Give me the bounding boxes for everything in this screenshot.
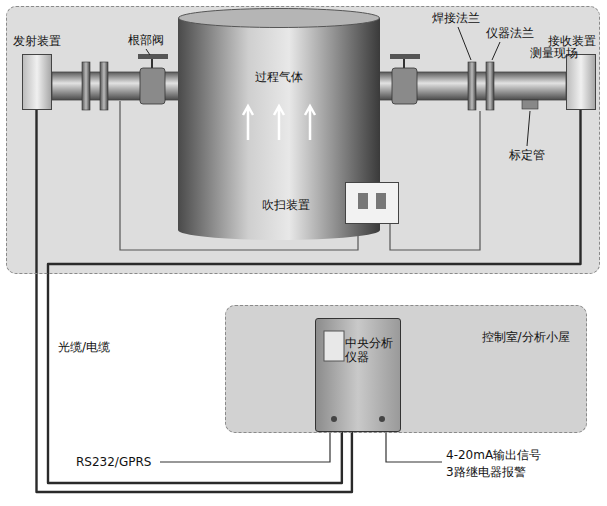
instrument-flange (486, 62, 494, 110)
transmitter-unit: 发射装置 (22, 54, 52, 110)
leader-line (527, 111, 530, 146)
node-label: 过程气体 (255, 70, 303, 84)
leader-line (492, 42, 500, 60)
node-label: 中央分析仪器 (345, 336, 395, 364)
node-label: 接收装置 (548, 34, 596, 48)
control-room-ground (225, 305, 587, 433)
leader-line (458, 27, 471, 60)
cable-label: 光缆/电缆 (58, 340, 110, 354)
part-label: 根部阀 (128, 33, 164, 47)
right-valve-handle (390, 54, 420, 59)
node-label: 控制室/分析小屋 (482, 330, 570, 344)
purge-line (390, 111, 480, 250)
node-label: 测量现场 (530, 46, 578, 60)
part-label: 仪器法兰 (486, 26, 534, 40)
duct-top (178, 8, 379, 27)
site-region-ground (6, 6, 600, 274)
left-valve-stem (151, 58, 153, 68)
left-valve-handle (138, 54, 168, 59)
purge-switch (376, 193, 386, 209)
calibration-tube (522, 100, 538, 109)
flow-arrow (305, 106, 315, 140)
node-label: 发射装置 (13, 34, 61, 48)
site-region: 测量现场发射装置接收装置过程气体吹扫装置 (6, 6, 600, 274)
left-flange (100, 62, 108, 110)
part-label: 焊接法兰 (432, 11, 480, 25)
control-room-region: 控制室/分析小屋 中央分析仪器 (225, 305, 587, 433)
left-flange (82, 62, 90, 110)
signal-label: 3路继电器报警 (446, 465, 526, 479)
signal-label: 4-20mA输出信号 (446, 448, 541, 462)
analog-output-wire (386, 432, 442, 462)
leader-line (146, 49, 150, 55)
part-label: 标定管 (509, 148, 545, 162)
central-analyzer: 中央分析仪器 (315, 318, 401, 432)
welded-flange (468, 62, 476, 110)
left-valve (140, 68, 165, 104)
cable-gland (331, 416, 337, 422)
right-valve (392, 68, 417, 104)
purge-switch (358, 193, 368, 209)
display-panel (324, 331, 344, 361)
signal-label: RS232/GPRS (76, 455, 151, 469)
node-label: 吹扫装置 (262, 198, 310, 212)
rs232-wire (160, 432, 330, 462)
flow-arrow (274, 106, 284, 140)
purge-switches (346, 183, 398, 223)
purge-device: 吹扫装置 (345, 182, 399, 224)
receiver-unit: 接收装置 (566, 54, 596, 110)
cable-gland (379, 416, 385, 422)
flow-arrow (243, 106, 253, 140)
analyzer-panel (316, 319, 400, 431)
right-valve-stem (403, 58, 405, 68)
